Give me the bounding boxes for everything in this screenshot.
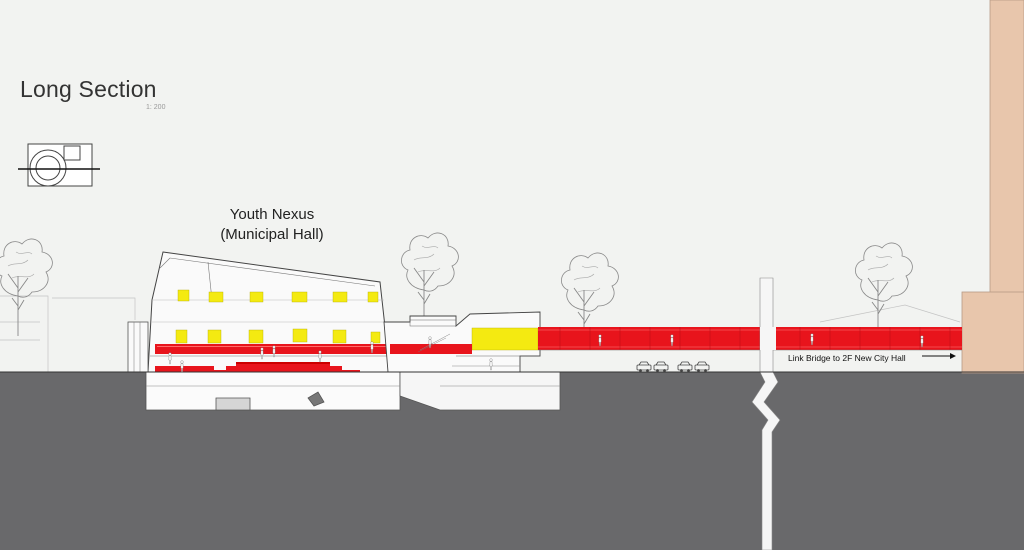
car-icon: [694, 361, 710, 373]
car-icon: [636, 361, 652, 373]
car-icon: [677, 361, 693, 373]
new-city-hall-tower: [961, 0, 1024, 374]
lower-windows: [175, 328, 381, 344]
basement: [145, 371, 561, 411]
tree-icon: [400, 232, 459, 331]
red-floor-slab: [155, 344, 390, 354]
red-auditorium-seating: [155, 362, 360, 372]
link-bridge-label: Link Bridge to 2F New City Hall: [788, 353, 906, 363]
section-break-line: [751, 277, 781, 550]
yellow-lobby-panel: [471, 327, 539, 351]
key-plan-icon: [18, 143, 100, 187]
link-bridge: [538, 327, 962, 351]
upper-windows: [177, 289, 379, 303]
tree-icon: [854, 242, 913, 341]
connector-wing: [383, 311, 541, 373]
building-name: Youth Nexus: [229, 206, 315, 223]
background-buildings: [0, 295, 961, 372]
car-icon: [653, 361, 669, 373]
arrow-right-icon: [922, 353, 956, 359]
building-subtitle: (Municipal Hall): [220, 226, 324, 243]
youth-nexus-building: [127, 251, 391, 373]
building-label: Youth Nexus (Municipal Hall): [212, 205, 332, 245]
section-title: Long Section: [20, 76, 157, 102]
scale-label: 1: 200: [146, 104, 166, 111]
tree-icon: [0, 238, 53, 337]
